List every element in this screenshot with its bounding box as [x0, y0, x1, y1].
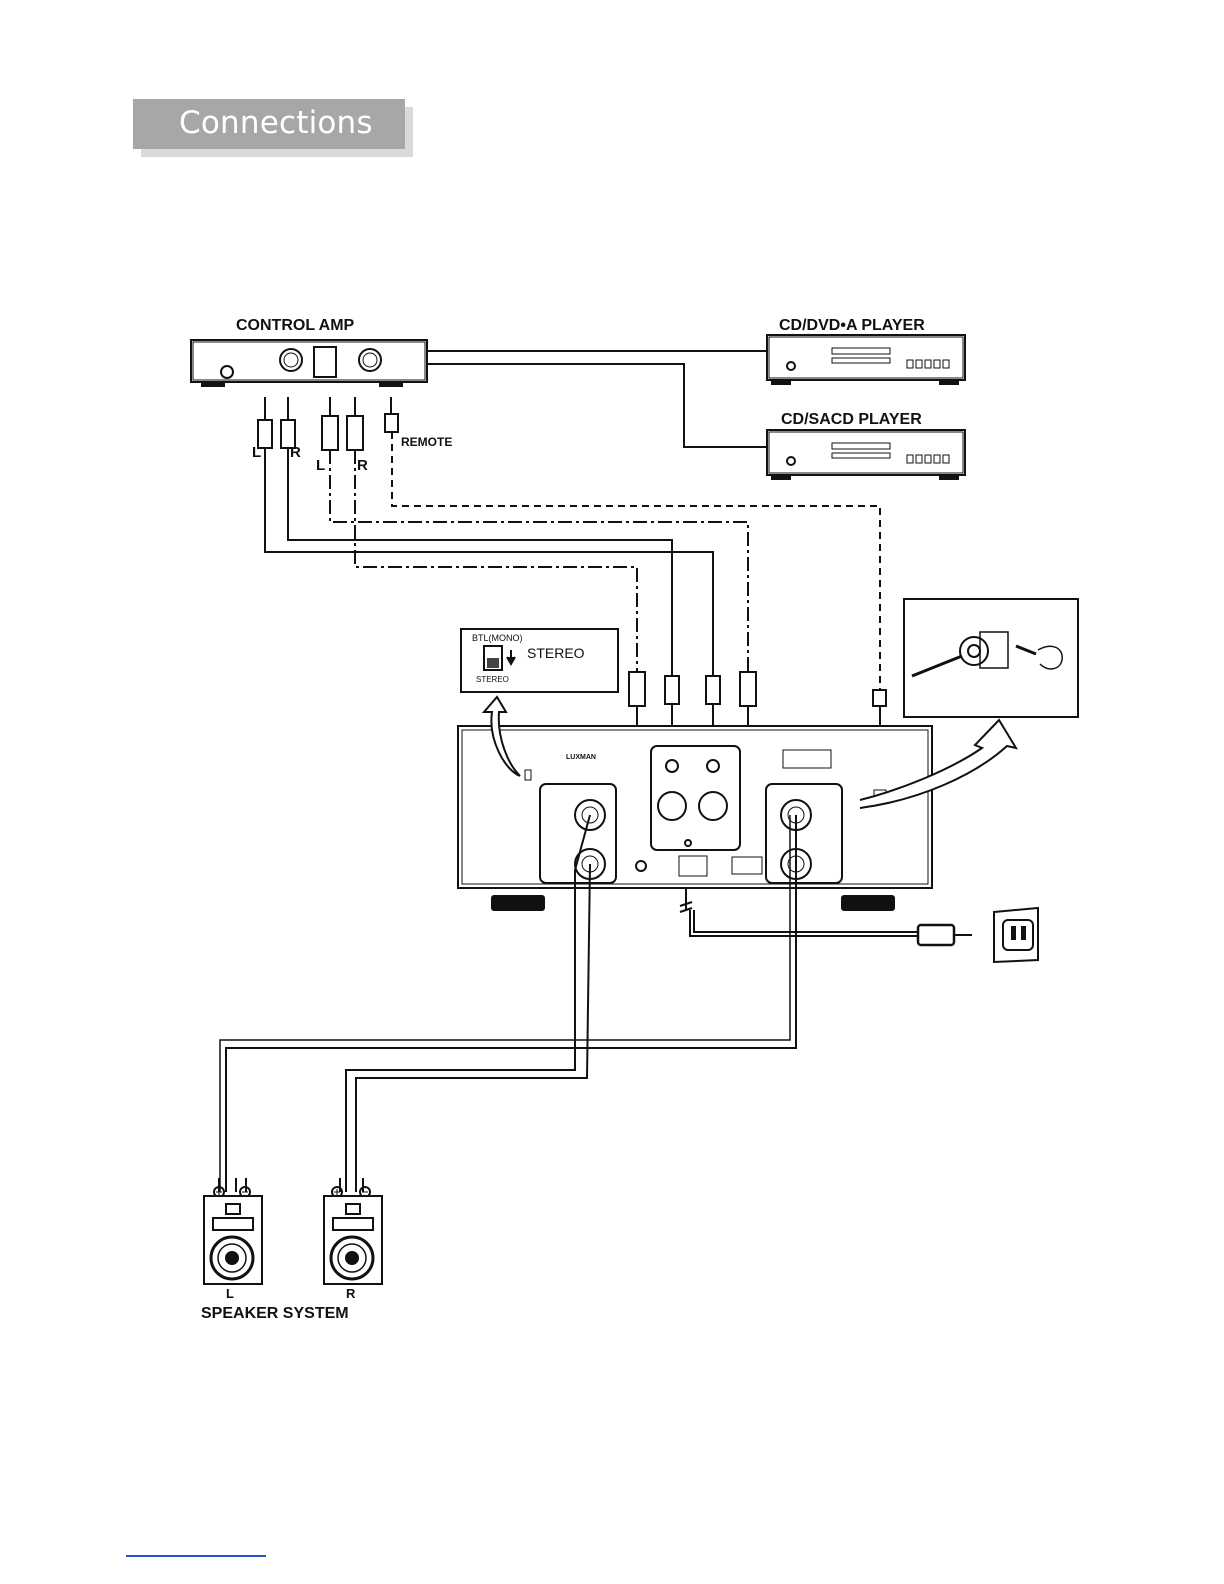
control-amp — [191, 340, 427, 386]
power-amp — [458, 726, 932, 910]
cd-dvd-player-label: CD/DVD•A PLAYER — [779, 317, 925, 334]
speaker-right-label: R — [346, 1286, 356, 1301]
xlr-right-label: R — [357, 457, 368, 474]
control-amp-plugs — [258, 397, 398, 450]
stereo-large-label: STEREO — [527, 645, 585, 661]
xlr-left-label: L — [316, 457, 325, 474]
stereo-small-label: STEREO — [476, 675, 509, 684]
cd-sacd-player-label: CD/SACD PLAYER — [781, 411, 922, 428]
cd-dvd-player — [767, 335, 965, 384]
speaker-left-label: L — [226, 1286, 234, 1301]
remote-label: REMOTE — [401, 435, 452, 449]
source-cables — [427, 351, 767, 447]
rca-left-label: L — [252, 444, 261, 461]
amp-brand-label: LUXMAN — [566, 754, 596, 761]
footer-link-underline[interactable] — [126, 1555, 266, 1557]
rca-right-label: R — [290, 444, 301, 461]
cd-sacd-player — [767, 430, 965, 479]
speaker-system-label: SPEAKER SYSTEM — [201, 1305, 349, 1322]
btl-mono-label: BTL(MONO) — [472, 633, 523, 643]
speaker-right — [324, 1187, 382, 1284]
control-amp-label: CONTROL AMP — [236, 317, 355, 334]
speaker-left — [204, 1187, 262, 1284]
